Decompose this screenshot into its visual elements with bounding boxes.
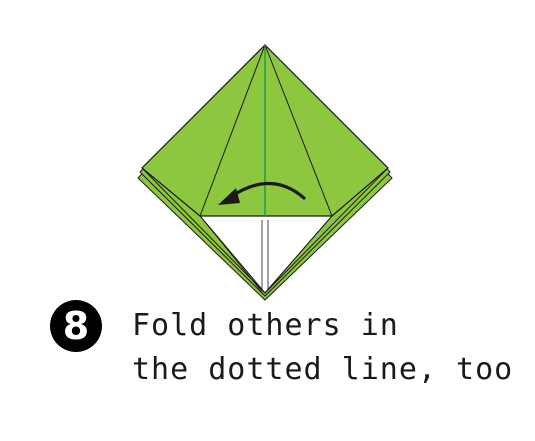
fold-line-left (199, 44, 266, 217)
caption-line-1: Fold others in (132, 308, 399, 343)
fold-line-right (264, 44, 333, 217)
caption-line-2: the dotted line, too (132, 352, 514, 387)
instruction-caption: Fold others in the dotted line, too (132, 304, 513, 392)
curved-arrow-left-icon (218, 181, 306, 205)
white-flap-layer-line-1 (204, 221, 263, 293)
step-number-badge: 8 (50, 300, 102, 352)
